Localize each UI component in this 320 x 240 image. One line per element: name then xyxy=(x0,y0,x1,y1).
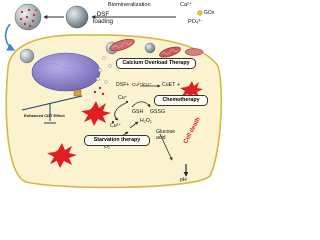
gssg-label: GSSG xyxy=(150,109,165,115)
dsf-label: DSF xyxy=(116,82,127,88)
gox-top-label: GOx xyxy=(204,10,215,16)
nanoparticle-in-cell xyxy=(19,48,35,64)
burst-starvation xyxy=(47,143,77,168)
starvation-therapy-box: Starvation therapy xyxy=(84,135,150,146)
arrow-glucose-acid xyxy=(159,133,173,161)
o2-label: O₂ xyxy=(104,144,111,150)
cu-dots xyxy=(111,100,129,124)
diagram-graphics xyxy=(4,3,222,189)
glucose-acid-label: Glucose acid xyxy=(156,129,176,141)
arrow-cell-entry xyxy=(4,23,16,51)
biomineralization-label: Biomineralization xyxy=(108,2,151,8)
ph-label: pH xyxy=(180,177,187,183)
cuet-label: CuET xyxy=(162,82,176,88)
nanoparticle-in-cell xyxy=(144,42,156,54)
calcium-overload-box: Calcium Overload Therapy xyxy=(116,58,196,69)
mitochondria xyxy=(159,46,181,58)
gox-particle-top xyxy=(197,10,203,16)
seesaw-weight xyxy=(73,89,82,97)
mitochondria xyxy=(109,38,135,52)
plus-sign: + xyxy=(177,82,181,88)
chemotherapy-box: Chemotherapy xyxy=(154,95,208,106)
burst-chemo xyxy=(180,81,203,99)
h2o2-label: H₂O₂ xyxy=(140,118,152,124)
calcium-ions xyxy=(96,56,112,84)
burst-cdt xyxy=(81,101,111,126)
cu2-label: Cu²⁺ xyxy=(110,123,122,129)
arrow-gsh-gssg xyxy=(131,101,151,108)
dsf-dots xyxy=(19,8,37,28)
mitochondria xyxy=(184,48,204,56)
arrow-h2o2 xyxy=(129,121,139,129)
ca2-label: Ca²⁺ xyxy=(180,2,192,8)
nanoparticle-core xyxy=(65,5,89,29)
nucleus xyxy=(31,52,101,92)
figure: Biomineralization DSF loading Ca²⁺ PO₄³⁻… xyxy=(4,2,222,189)
arrow-cu-cycle-down xyxy=(114,102,127,121)
nucleus-texture xyxy=(43,63,77,79)
cu-pair-label: Cu²⁺/Cu⁺ xyxy=(132,82,152,87)
cu-plus-label: Cu⁺ xyxy=(118,95,128,101)
dsf-loading-label: DSF loading xyxy=(93,11,113,26)
plus-sign: + xyxy=(126,82,130,88)
gsh-label: GSH xyxy=(132,109,144,115)
po4-label: PO₄³⁻ xyxy=(188,19,203,25)
enhanced-cdt-label: Enhanced CDT Effect xyxy=(24,113,65,118)
dsf-red-dots xyxy=(93,86,105,96)
seesaw-icon xyxy=(21,95,83,124)
